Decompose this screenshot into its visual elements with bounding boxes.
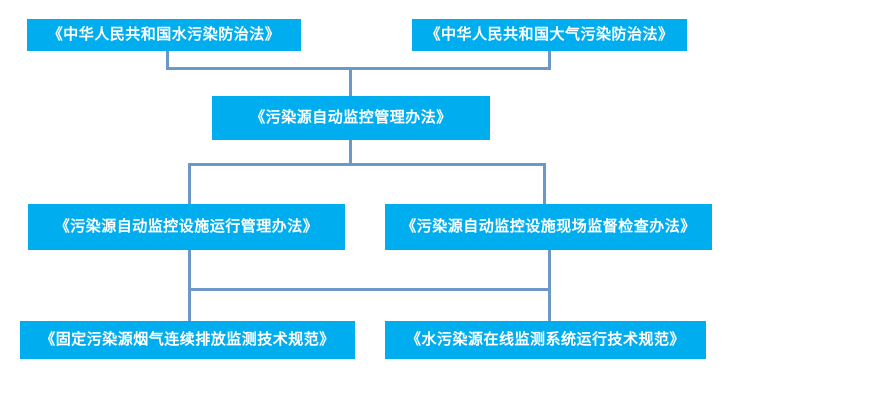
node-label: 《中华人民共和国水污染防治法》 (47, 25, 281, 44)
node-law-air[interactable]: 《中华人民共和国大气污染防治法》 (412, 19, 687, 51)
connector-auto-monitor-stub (349, 139, 352, 165)
connector-bus-to-onsite-inspection (543, 163, 546, 205)
node-measure-facility-operation[interactable]: 《污染源自动监控设施运行管理办法》 (28, 204, 345, 250)
node-measure-onsite-inspection[interactable]: 《污染源自动监控设施现场监督检查办法》 (385, 204, 712, 250)
connector-level1-bus (166, 67, 551, 70)
node-label: 《污染源自动监控管理办法》 (250, 108, 452, 127)
node-spec-flue-gas-cems[interactable]: 《固定污染源烟气连续排放监测技术规范》 (20, 321, 355, 359)
node-label: 《中华人民共和国大气污染防治法》 (425, 25, 674, 44)
connector-bus-to-auto-monitor (349, 67, 352, 97)
node-measure-auto-monitor[interactable]: 《污染源自动监控管理办法》 (212, 96, 490, 140)
connector-facility-operation-down (188, 250, 191, 322)
connector-onsite-inspection-down (548, 250, 551, 322)
connector-bus-to-facility-operation (188, 163, 191, 205)
connector-law-water-stub (166, 50, 169, 70)
node-label: 《污染源自动监控设施运行管理办法》 (54, 217, 319, 236)
node-label: 《水污染源在线监测系统运行技术规范》 (405, 330, 685, 349)
connector-level2-bus (188, 163, 546, 166)
node-law-water[interactable]: 《中华人民共和国水污染防治法》 (27, 19, 301, 51)
connector-level3-bus (188, 288, 551, 291)
node-spec-water-online[interactable]: 《水污染源在线监测系统运行技术规范》 (385, 321, 706, 359)
node-label: 《污染源自动监控设施现场监督检查办法》 (401, 217, 696, 236)
connector-law-air-stub (548, 50, 551, 70)
node-label: 《固定污染源烟气连续排放监测技术规范》 (40, 330, 335, 349)
